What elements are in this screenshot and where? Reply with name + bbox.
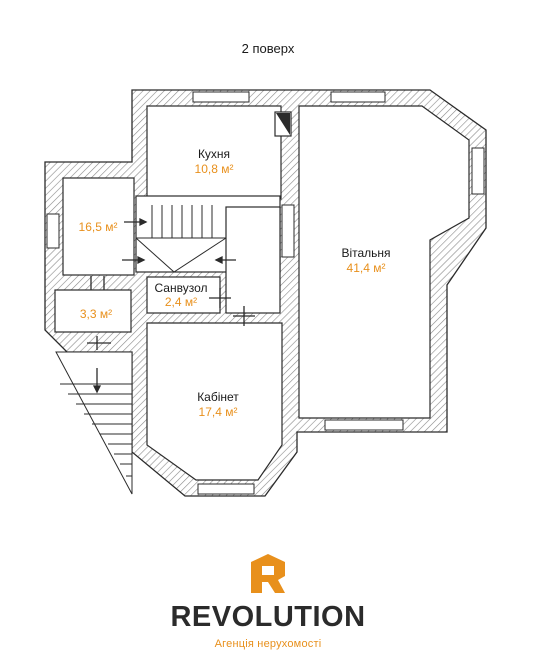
brand-name: REVOLUTION: [170, 601, 366, 633]
direction-arrows: [92, 217, 236, 394]
brand-tagline: Агенція нерухомості: [214, 638, 322, 650]
room-area-hall: 16,5 м²: [79, 220, 118, 234]
stairs-outer: [55, 351, 133, 495]
room-area-bathroom: 2,4 м²: [165, 295, 197, 309]
small-room-interior: [54, 289, 132, 333]
office-interior: [146, 322, 283, 481]
brand-logo-icon: [251, 554, 285, 593]
stairs-middle: [135, 205, 227, 273]
room-name-living: Вітальня: [341, 246, 390, 260]
kitchen-interior: [146, 105, 282, 200]
door-marks: [87, 276, 255, 350]
room-labels: Кухня 10,8 м² 16,5 м² 3,3 м² Санвузол 2,…: [79, 147, 391, 419]
room-area-office: 17,4 м²: [199, 405, 238, 419]
windows: [46, 91, 485, 495]
room-name-bathroom: Санвузол: [155, 281, 208, 295]
rooms-interior: [54, 105, 470, 481]
floor-title: 2 поверх: [242, 41, 295, 56]
room-area-living: 41,4 м²: [347, 261, 386, 275]
room-name-kitchen: Кухня: [198, 147, 230, 161]
room-name-office: Кабінет: [197, 390, 239, 404]
living-interior: [298, 105, 470, 419]
room-area-small: 3,3 м²: [80, 307, 112, 321]
room-area-kitchen: 10,8 м²: [195, 162, 234, 176]
hall-interior: [62, 177, 135, 276]
vent-icon: [274, 111, 292, 137]
